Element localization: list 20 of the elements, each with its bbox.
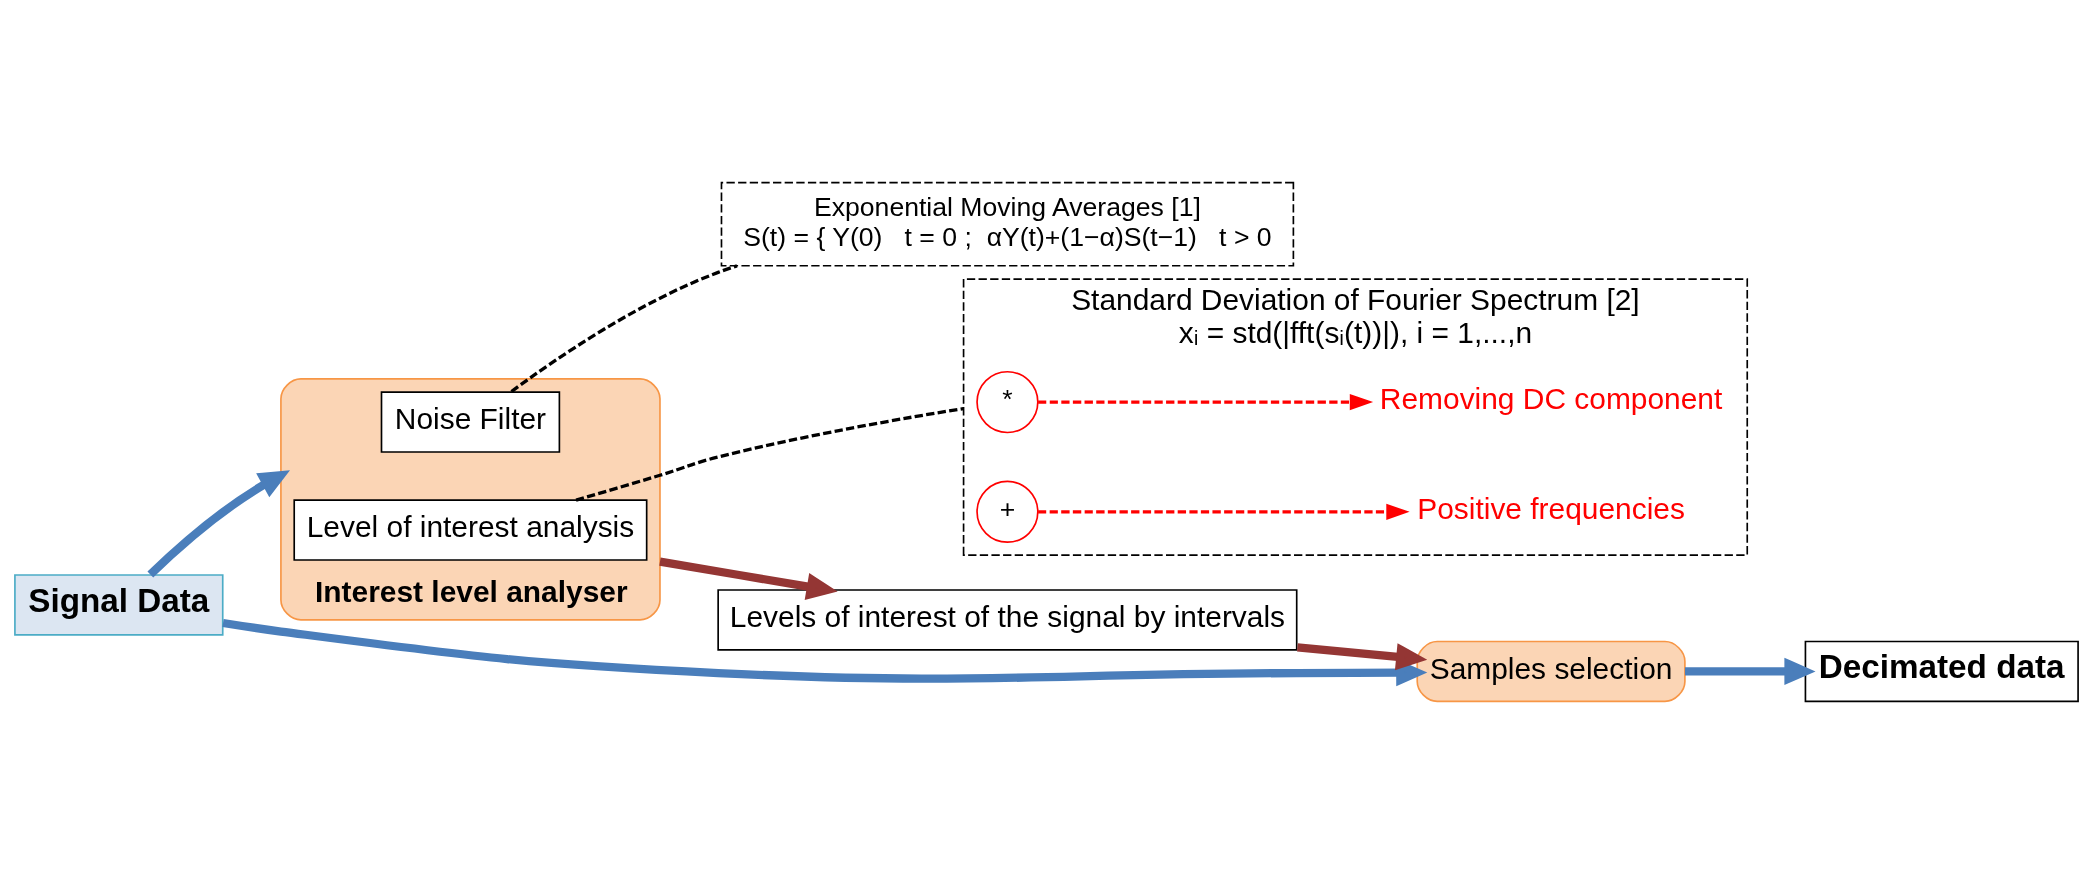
node-box: Noise Filter [380, 390, 561, 453]
arrow [659, 557, 838, 600]
arrow [1038, 503, 1410, 520]
connector [575, 406, 964, 502]
node-circle: + [976, 480, 1039, 543]
node-circle: * [976, 370, 1039, 433]
arrow [1038, 393, 1374, 410]
arrow [147, 469, 290, 577]
node-text: Removing DC component [1379, 381, 1723, 415]
node-box: Exponential Moving Averages [1] S(t) = { Y(0) t = 0 ; αY(t)+(1−α)S(t−1) t > 0 [720, 181, 1295, 267]
arrow [1684, 657, 1816, 685]
node-box: Signal Data [14, 573, 224, 636]
node-box: Levels of interest of the signal by intervals [717, 588, 1298, 651]
arrow [1297, 642, 1428, 670]
node-box: Samples selection [1416, 640, 1686, 702]
arrow [222, 618, 1428, 686]
node-box: Decimated data [1804, 640, 2079, 702]
connector [510, 263, 738, 393]
node-text: Positive frequencies [1417, 491, 1685, 525]
node-box: Level of interest analysis [293, 498, 648, 561]
